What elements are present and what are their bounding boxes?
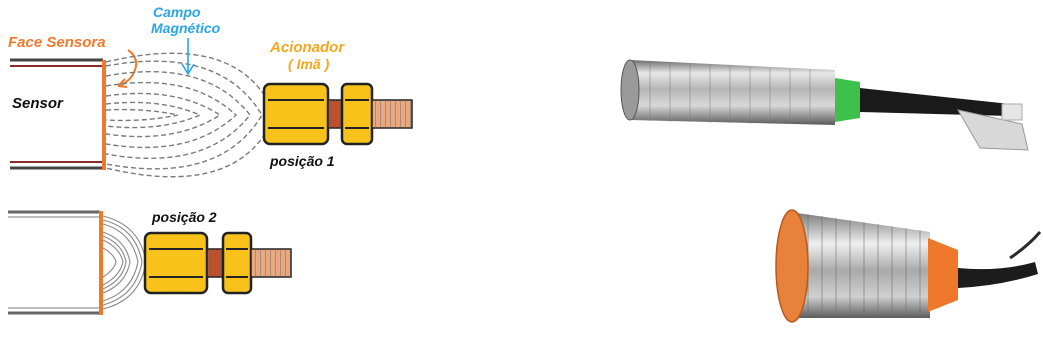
acionador-callout: Acionador ( Imã ) [269, 39, 345, 72]
sensor-label: Sensor [12, 95, 64, 112]
actuator-nut-large-2 [145, 233, 207, 293]
face-sensora-label: Face Sensora [8, 34, 106, 51]
sensor-position-1: Sensor [10, 60, 104, 170]
actuator-nut-small-1 [342, 84, 372, 144]
acionador-label-line1: Acionador [269, 39, 345, 56]
photo-long-inductive-sensor [621, 60, 1028, 150]
sensor1-face [621, 60, 639, 120]
photo-short-inductive-sensor [776, 210, 1040, 322]
campo-label-line2: Magnético [151, 20, 221, 36]
sensor2-face [776, 210, 808, 322]
campo-label-line1: Campo [153, 4, 201, 20]
posicao-2-label: posição 2 [151, 209, 217, 225]
actuator-position-1 [264, 84, 412, 144]
magnetic-field-1 [106, 53, 275, 177]
actuator-position-2 [145, 233, 291, 293]
magnetic-field-2 [103, 216, 146, 309]
posicao-1-label: posição 1 [269, 153, 335, 169]
actuator-nut-large-1 [264, 84, 328, 144]
actuator-nut-small-2 [223, 233, 251, 293]
sensor-position-2 [8, 211, 101, 315]
face-sensora-pointer [118, 50, 136, 86]
acionador-label-line2: ( Imã ) [288, 56, 330, 72]
